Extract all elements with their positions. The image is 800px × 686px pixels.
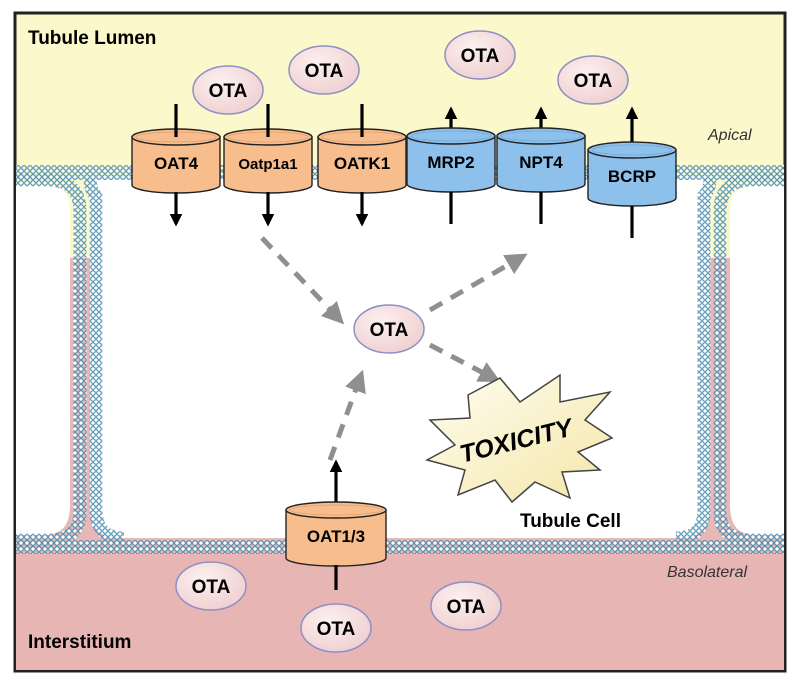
left-neighbor-cell [16, 185, 70, 535]
ota-molecule: OTA [353, 304, 425, 354]
transporter-oat4: OAT4 [131, 128, 221, 194]
ota-molecule: OTA [288, 45, 360, 95]
transporter-oatk1-label: OATK1 [334, 154, 390, 173]
basolateral-uptake-flow-arrow [327, 369, 366, 461]
transporter-oat13: OAT1/3 [285, 501, 387, 567]
transporter-oatp1a1-label: Oatp1a1 [238, 156, 297, 173]
toxicity-burst: TOXICITY [424, 373, 614, 504]
transporter-npt4-label: NPT4 [519, 153, 563, 172]
ota-molecule: OTA [300, 603, 372, 653]
ota-label: OTA [317, 619, 356, 640]
ota-label: OTA [305, 61, 344, 82]
ota-label: OTA [574, 71, 613, 92]
efflux-flow-arrow [428, 253, 528, 313]
ota-label: OTA [447, 597, 486, 618]
uptake-flow-arrow [260, 236, 345, 325]
transporter-mrp2-label: MRP2 [427, 153, 474, 172]
center-right-lateral-membrane [675, 177, 717, 545]
ota-molecule: OTA [430, 581, 502, 631]
transporter-mrp2: MRP2 [406, 127, 496, 193]
interstitium-region [16, 545, 784, 670]
right-neighbor-cell [730, 185, 784, 535]
right-lateral-membrane [713, 173, 784, 547]
ota-label: OTA [370, 320, 409, 341]
tubule-cell-label: Tubule Cell [520, 511, 621, 532]
apical-label: Apical [707, 127, 752, 144]
left-lateral-membrane [16, 173, 87, 547]
flow-arrows [260, 236, 528, 461]
ota-label: OTA [461, 46, 500, 67]
transporter-bcrp-label: BCRP [608, 167, 656, 186]
basolateral-label: Basolateral [667, 564, 747, 581]
ota-molecule: OTA [192, 65, 264, 115]
transporter-oatk1: OATK1 [317, 128, 407, 194]
tubule-lumen-label: Tubule Lumen [28, 28, 156, 49]
ota-molecule-group: OTA OTA OTA OTA OTA OTA OTA OTA [175, 30, 629, 653]
transporter-oatp1a1: Oatp1a1 [223, 128, 313, 194]
ota-molecule: OTA [175, 561, 247, 611]
center-left-lateral-membrane [83, 177, 125, 545]
transporter-oat4-label: OAT4 [154, 154, 199, 173]
ota-label: OTA [192, 577, 231, 598]
ota-molecule: OTA [557, 55, 629, 105]
transporter-bcrp: BCRP [587, 141, 677, 207]
basolateral-membrane [16, 540, 784, 554]
ota-molecule: OTA [444, 30, 516, 80]
interstitium-label: Interstitium [28, 632, 131, 653]
tubule-cell-interior [90, 176, 710, 538]
transporter-oat13-label: OAT1/3 [307, 527, 365, 546]
transporter-npt4: NPT4 [496, 127, 586, 193]
ota-label: OTA [209, 81, 248, 102]
toxicity-flow-arrow [428, 342, 501, 383]
